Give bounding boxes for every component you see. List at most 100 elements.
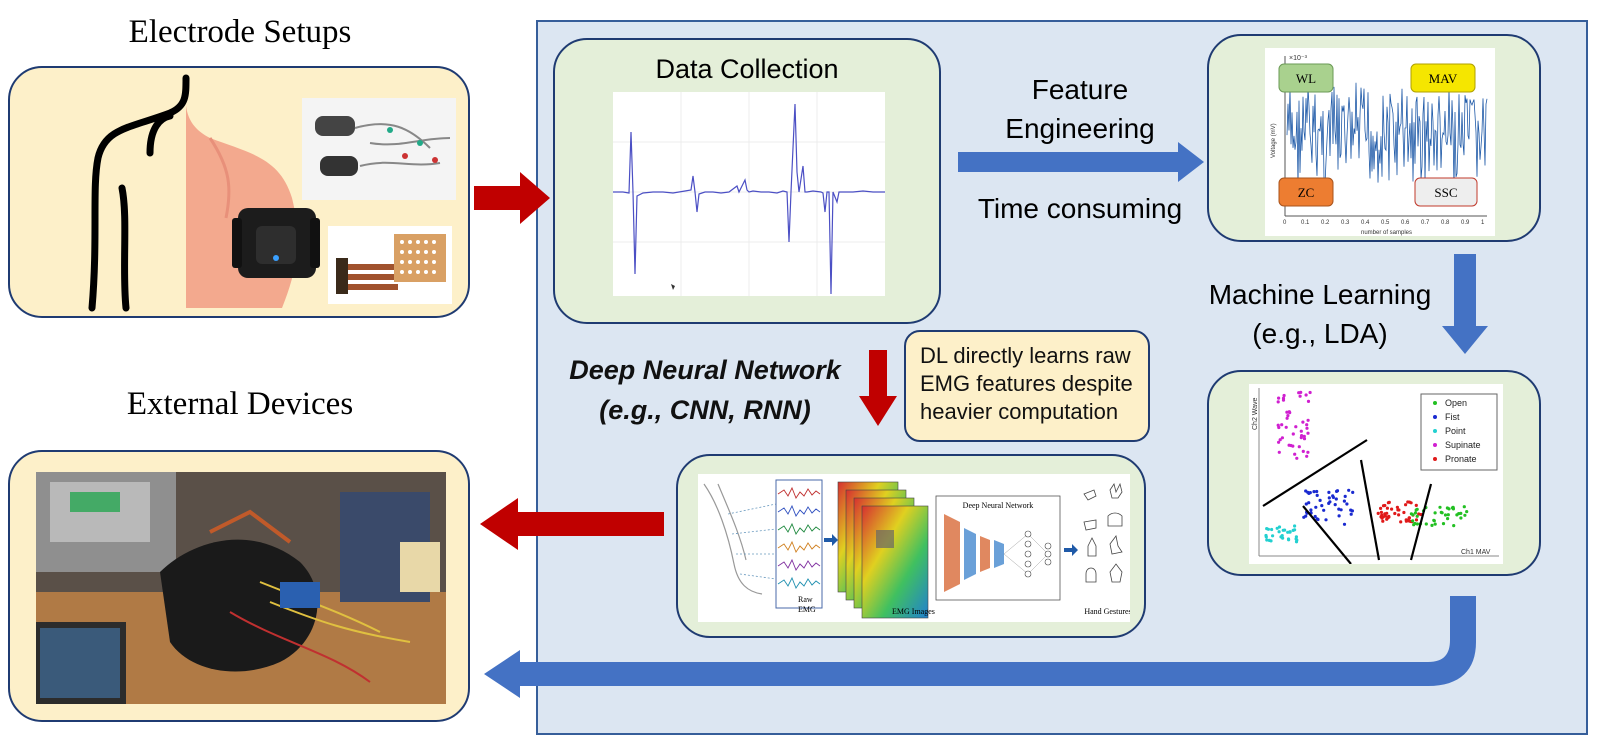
wl-badge: WL (1278, 63, 1334, 93)
legend-label: Open (1445, 398, 1467, 408)
lda-point (1450, 506, 1455, 510)
lda-point (1414, 518, 1419, 522)
feature-plot-exponent: ×10⁻³ (1289, 55, 1308, 62)
lda-point (1277, 450, 1281, 454)
feature-engineering-label-1: Feature (1031, 74, 1129, 105)
dl-note-line3: heavier computation (920, 399, 1119, 424)
lda-point (1324, 518, 1328, 522)
prosthetic-hand-photo (36, 472, 446, 704)
lda-point (1304, 489, 1308, 493)
feature-xtick: 0.4 (1361, 220, 1370, 226)
lda-point (1266, 527, 1270, 531)
lda-point (1302, 437, 1307, 441)
legend-label: Supinate (1445, 440, 1481, 450)
time-consuming-label: Time consuming (977, 193, 1183, 224)
feature-xtick: 0.1 (1301, 220, 1310, 226)
machine-learning-label-2: (e.g., LDA) (1252, 318, 1388, 349)
lda-point (1393, 511, 1397, 516)
feature-noise-trace (1286, 82, 1488, 189)
emg-trace (613, 103, 885, 295)
lda-point (1433, 511, 1437, 515)
arrow-to-data-collection (474, 172, 550, 224)
electrode-setups-heading: Electrode Setups (128, 14, 352, 50)
lda-point (1277, 425, 1281, 430)
lda-point (1376, 511, 1380, 515)
lda-point (1327, 490, 1331, 494)
feature-xtick: 0.9 (1461, 220, 1470, 226)
lda-point (1307, 491, 1311, 495)
lda-point (1407, 516, 1411, 520)
lda-point (1411, 513, 1415, 517)
lda-point (1294, 540, 1299, 544)
lda-point (1411, 519, 1415, 523)
external-devices-panel (8, 450, 470, 722)
machine-learning-arrow (1442, 254, 1488, 354)
feature-xtick: 0 (1283, 220, 1287, 226)
feature-xtick: 0.6 (1401, 220, 1410, 226)
lda-point (1390, 507, 1394, 511)
dnn-down-arrow (859, 350, 897, 426)
lda-point (1407, 500, 1412, 504)
lda-point (1316, 517, 1320, 522)
lda-point (1415, 514, 1419, 518)
lda-point (1337, 514, 1341, 518)
lda-point (1463, 513, 1467, 517)
feature-xtick: 0.3 (1341, 220, 1350, 226)
feature-xtick: 1 (1481, 220, 1485, 226)
ssc-badge: SSC (1414, 177, 1478, 207)
lda-point (1306, 399, 1311, 403)
lda-point (1447, 507, 1451, 511)
legend-marker (1433, 443, 1437, 447)
lda-point (1334, 497, 1338, 501)
dnn-pipeline-figure: Raw EMG EMG Images Deep Neural Network (698, 474, 1130, 622)
zc-label: ZC (1298, 185, 1315, 200)
legend-marker (1433, 457, 1437, 461)
lda-point (1404, 503, 1408, 507)
lda-point (1276, 400, 1280, 404)
lda-point (1291, 432, 1295, 436)
lda-point (1417, 512, 1421, 516)
lda-point (1432, 519, 1436, 523)
lda-point (1270, 527, 1274, 532)
feature-plot-ylabel: Voltage (mV) (1271, 123, 1277, 158)
lda-point (1402, 510, 1406, 515)
feature-plot-xticks: 0 0.1 0.2 0.3 0.4 0.5 0.6 0.7 0.8 0.9 1 (1283, 220, 1485, 226)
lda-point (1383, 512, 1387, 516)
lda-point (1446, 513, 1450, 517)
feature-xtick: 0.7 (1421, 220, 1430, 226)
dnn-figure-panel: Raw EMG EMG Images Deep Neural Network (676, 454, 1146, 638)
data-collection-title: Data Collection (655, 54, 839, 84)
lda-point (1459, 516, 1463, 520)
lda-point (1349, 512, 1353, 516)
lda-point (1386, 516, 1390, 520)
feature-xtick: 0.2 (1321, 220, 1330, 226)
lda-point (1287, 538, 1291, 542)
hd-electrode-array-photo (328, 226, 452, 304)
lda-point (1306, 450, 1310, 454)
lda-point (1289, 443, 1293, 448)
lda-decision-boundaries (1262, 439, 1433, 564)
lda-point (1280, 534, 1284, 538)
legend-marker (1433, 429, 1437, 433)
lda-point (1327, 501, 1331, 505)
lda-point (1462, 505, 1466, 509)
raw-emg-signal-plot (613, 92, 885, 296)
raw-label: Raw (798, 595, 813, 604)
feature-engineering-arrow (958, 142, 1204, 182)
feature-xtick: 0.5 (1381, 220, 1390, 226)
lda-point (1277, 530, 1281, 534)
lda-point (1315, 489, 1319, 494)
lda-point (1285, 416, 1289, 420)
lda-point (1304, 514, 1308, 518)
lda-point (1315, 493, 1319, 497)
lda-point (1399, 520, 1403, 524)
lda-point (1343, 494, 1347, 498)
lda-point (1288, 530, 1292, 534)
lda-point (1351, 490, 1355, 494)
lda-point (1294, 537, 1298, 541)
wireless-sensors-photo (302, 98, 456, 200)
lda-point (1283, 528, 1287, 532)
lda-point (1312, 490, 1316, 494)
lda-point (1282, 393, 1286, 398)
lda-point (1414, 503, 1418, 507)
